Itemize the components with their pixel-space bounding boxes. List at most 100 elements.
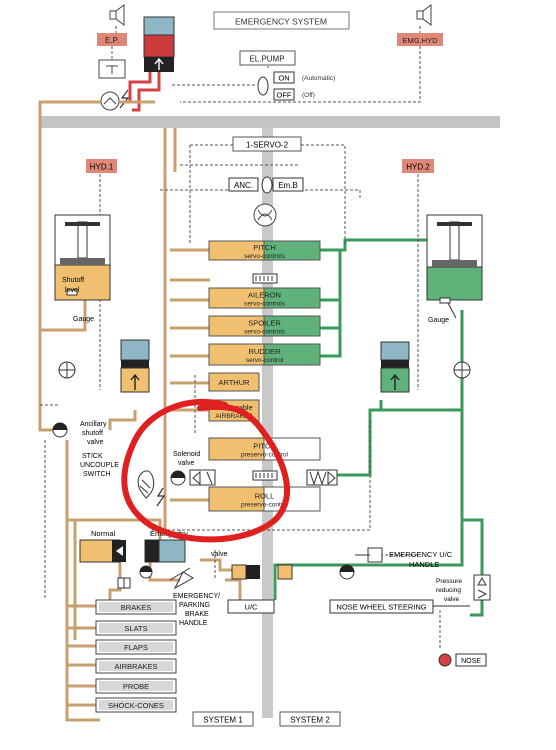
servo-connectors [252, 273, 278, 481]
filter-left-icon [58, 361, 76, 379]
solenoid-valve[interactable] [170, 469, 216, 486]
parking-label-4: HANDLE [179, 620, 208, 627]
emergency-pump [143, 34, 175, 58]
on-button[interactable] [273, 71, 295, 84]
emergency-brake-valve [144, 539, 186, 563]
emergency-pump-top [143, 16, 175, 36]
emg-hyd-label: EMG.HYD [402, 36, 438, 45]
servo-toggle[interactable] [261, 176, 273, 194]
anc-button[interactable] [228, 177, 259, 192]
solenoid-label-1: Solenoid [173, 451, 200, 458]
electric-motor-icon [100, 91, 120, 111]
el-pump-toggle[interactable] [257, 76, 269, 96]
consumer-label: FLAPS [124, 643, 148, 652]
emergency-line-2 [128, 72, 152, 102]
emb-button[interactable] [272, 177, 304, 192]
ep-label: E.P. [105, 36, 119, 45]
lightning-icon-2 [156, 487, 166, 507]
servo-sub: servo-control [246, 357, 284, 364]
servo-motor-icon [253, 203, 277, 227]
consumer-box-1: SLATS [95, 620, 177, 636]
el-pump-label: EL.PUMP [249, 55, 284, 64]
gauge-right-label: Gauge [428, 317, 449, 324]
stick-label-2: UNCOUPLE [80, 462, 119, 469]
parking-label-2: PARKING [179, 602, 210, 609]
emergency-uc-handle-icon[interactable] [355, 547, 383, 563]
consumer-label: PROBE [123, 682, 149, 691]
hyd2-label: HYD.2 [406, 163, 430, 172]
automatic-note: (Automatic) [302, 75, 335, 82]
servo-controls-group: PITCHservo-controlsAILERONservo-controls… [208, 240, 321, 512]
shutoff-label: Shutoff [62, 277, 84, 284]
horn-icon-left [109, 4, 125, 26]
uc-valve-right [277, 564, 293, 580]
servo-name: PITCH [253, 243, 276, 252]
consumer-label: SLATS [124, 624, 147, 633]
consumer-box-3: AIRBRAKES [95, 658, 177, 674]
normal-brake-valve [79, 539, 126, 563]
hyd1-label: HYD.1 [90, 163, 114, 172]
pressure-label-3: valve [444, 596, 460, 603]
servo-name: PITCH [253, 442, 276, 451]
servo-name: ARTHUR [218, 378, 250, 387]
accumulator-left [120, 339, 150, 393]
right-actuator [306, 469, 338, 486]
nose-wheel-steering-label: NOSE WHEEL STEERING [336, 603, 426, 612]
ep-switch-icon [106, 65, 118, 74]
title-box [213, 11, 350, 30]
servo-sub: preservo-control [241, 502, 289, 509]
consumer-label: BRAKES [121, 603, 151, 612]
reservoir-hyd1 [54, 214, 111, 301]
anc-label: ANC. [234, 181, 253, 190]
level-label: level [65, 287, 80, 294]
system1-consumers: BRAKES SLATS FLAPS AIRBRAKES PROBE SHOCK-CONE… [95, 599, 177, 713]
system1-label: SYSTEM 1 [203, 716, 243, 725]
off-note: (Off) [302, 92, 315, 99]
system2-box [279, 711, 341, 727]
normal-label: Normal [91, 529, 116, 538]
solenoid-label-2: valve [178, 460, 194, 467]
system2-label: SYSTEM 2 [290, 716, 330, 725]
red-annotation-circle [121, 398, 290, 543]
brake-valve-label: valve [211, 551, 227, 558]
servo-switch-label: 1-SERVO-2 [246, 141, 289, 150]
el-pump-box [239, 50, 296, 66]
stick-label-1: STICK [82, 453, 103, 460]
on-label: ON [278, 74, 289, 83]
servo-name: AILERON [248, 291, 281, 300]
pressure-label-1: Pressure [436, 578, 462, 585]
servo-name: RUDDER [248, 347, 281, 356]
emg-uc-label-1: EMERGENCY U/C [389, 550, 453, 559]
brake-accumulator [117, 577, 131, 589]
emergency-line [132, 72, 161, 112]
uc-label: U/C [245, 603, 259, 612]
nose-label: NOSE [461, 658, 481, 665]
vertical-divider [262, 128, 273, 718]
parking-brake-handle-icon[interactable] [169, 567, 194, 590]
consumer-box-2: FLAPS [95, 639, 177, 655]
lightning-icon [119, 89, 130, 109]
servo-sub: servo-controls [244, 329, 286, 336]
parking-label-3: BRAKE [185, 611, 209, 618]
servo-sub: servo-controls [244, 253, 286, 260]
servo-sub: servo-controls [244, 301, 286, 308]
consumer-box-4: PROBE [95, 678, 177, 694]
system1-lines [38, 100, 242, 722]
consumer-label: SHOCK-CONES [108, 701, 164, 710]
gauge-left-label: Gauge [73, 316, 94, 323]
servo-sub: preservo-control [241, 452, 289, 459]
off-button[interactable] [273, 88, 295, 101]
nose-box [455, 653, 487, 667]
title: EMERGENCY SYSTEM [235, 17, 327, 27]
consumer-label: AIRBRAKES [115, 662, 158, 671]
servo-name: ROLL [255, 492, 275, 501]
off-label: OFF [277, 91, 292, 100]
servo-box-4: ARTHUR [208, 372, 260, 392]
filter-right-icon [453, 361, 471, 379]
reservoir-hyd2 [426, 214, 483, 304]
parking-label-1: EMERGENCY/ [173, 593, 220, 600]
